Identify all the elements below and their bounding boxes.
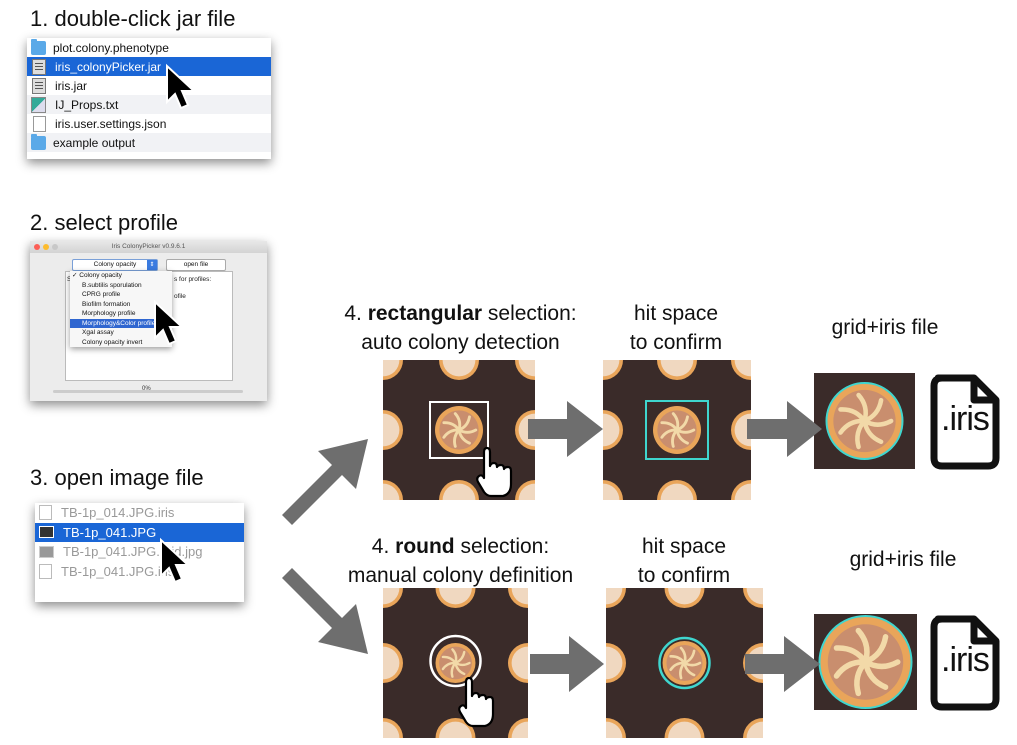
dropdown-item[interactable]: Biofilm formation: [82, 300, 131, 308]
rect-selection-caption: 4. rectangular selection:auto colony det…: [344, 302, 577, 354]
result-caption-top: grid+iris file: [831, 316, 939, 339]
finder-file-list: plot.colony.phenotype iris_colonyPicker.…: [27, 38, 271, 159]
dropdown-item-selected[interactable]: Morphology&Color profile: [70, 318, 172, 328]
document-icon: [39, 505, 52, 521]
minimize-window-icon[interactable]: [43, 244, 49, 250]
result-caption-bottom: grid+iris file: [849, 548, 957, 571]
folder-icon: [31, 38, 46, 55]
arrow-to-rect-result: [747, 401, 822, 457]
image-file-icon: [39, 545, 54, 558]
open-file-button[interactable]: open file: [166, 259, 226, 271]
image-file-icon: [39, 526, 54, 539]
dropdown-item[interactable]: ✓ Colony opacity: [72, 272, 122, 279]
step2-title: 2. select profile: [30, 210, 178, 235]
image-file-row[interactable]: TB-1p_041.JPG.grid.jpg: [35, 542, 244, 562]
arrow-to-rect-confirm: [528, 401, 603, 457]
dropdown-item[interactable]: Xgal assay: [82, 329, 114, 336]
image-file-row[interactable]: TB-1p_014.JPG.iris: [35, 503, 244, 523]
finder-row[interactable]: iris.user.settings.json: [27, 114, 271, 133]
arrow-to-rect-selection: [282, 439, 368, 525]
finder-row[interactable]: iris.jar: [27, 76, 271, 95]
image-file-list: TB-1p_014.JPG.iris TB-1p_041.JPG TB-1p_0…: [35, 503, 244, 602]
round-selection-caption: 4. round selection:manual colony definit…: [347, 535, 574, 587]
colony-tile-round-selection: [383, 588, 528, 738]
colony-tile-rect-confirm: [603, 360, 751, 500]
colony-tile-round-confirm: [606, 588, 763, 738]
profile-dropdown-menu: ✓ Colony opacity B.subtilis sporulation …: [70, 271, 172, 347]
colony-tile-round-result: [814, 614, 917, 710]
props-file-icon: [31, 96, 46, 113]
window-titlebar: Iris ColonyPicker v0.9.6.1: [30, 241, 267, 253]
finder-row[interactable]: example output: [27, 133, 271, 152]
dropdown-item[interactable]: B.subtilis sporulation: [82, 281, 142, 289]
arrow-to-round-confirm: [530, 636, 604, 692]
colony-tile-rect-selection: [383, 360, 535, 500]
finder-row-selected[interactable]: iris_colonyPicker.jar: [27, 57, 271, 76]
dropdown-item[interactable]: Colony opacity invert: [82, 338, 143, 346]
window-title: Iris ColonyPicker v0.9.6.1: [111, 243, 186, 250]
progress-label: 0%: [142, 386, 151, 392]
dropdown-item[interactable]: CPRG profile: [82, 291, 121, 298]
step3-title: 3. open image file: [30, 465, 204, 490]
document-icon: [39, 563, 52, 579]
dropdown-item[interactable]: Morphology profile: [82, 310, 136, 317]
colonypicker-window: Iris ColonyPicker v0.9.6.1 Colony opacit…: [30, 241, 267, 401]
folder-icon: [31, 133, 46, 150]
finder-row[interactable]: IJ_Props.txt: [27, 95, 271, 114]
finder-row[interactable]: plot.colony.phenotype: [27, 38, 271, 57]
progress-bar: [53, 390, 243, 393]
zoom-window-icon[interactable]: [52, 244, 58, 250]
image-file-row[interactable]: TB-1p_041.JPG.iris: [35, 562, 244, 582]
profile-select[interactable]: Colony opacity ⇕: [72, 259, 158, 271]
iris-file-icon: .iris: [930, 615, 1000, 711]
document-icon: [33, 115, 46, 132]
chevron-updown-icon: ⇕: [147, 260, 157, 270]
close-window-icon[interactable]: [34, 244, 40, 250]
image-file-row-selected[interactable]: TB-1p_041.JPG: [35, 522, 244, 542]
iris-file-icon: .iris: [930, 374, 1000, 470]
colony-tile-rect-result: [814, 373, 915, 469]
step1-title: 1. double-click jar file: [30, 6, 236, 31]
jar-icon: [32, 77, 46, 94]
jar-icon: [32, 58, 46, 75]
